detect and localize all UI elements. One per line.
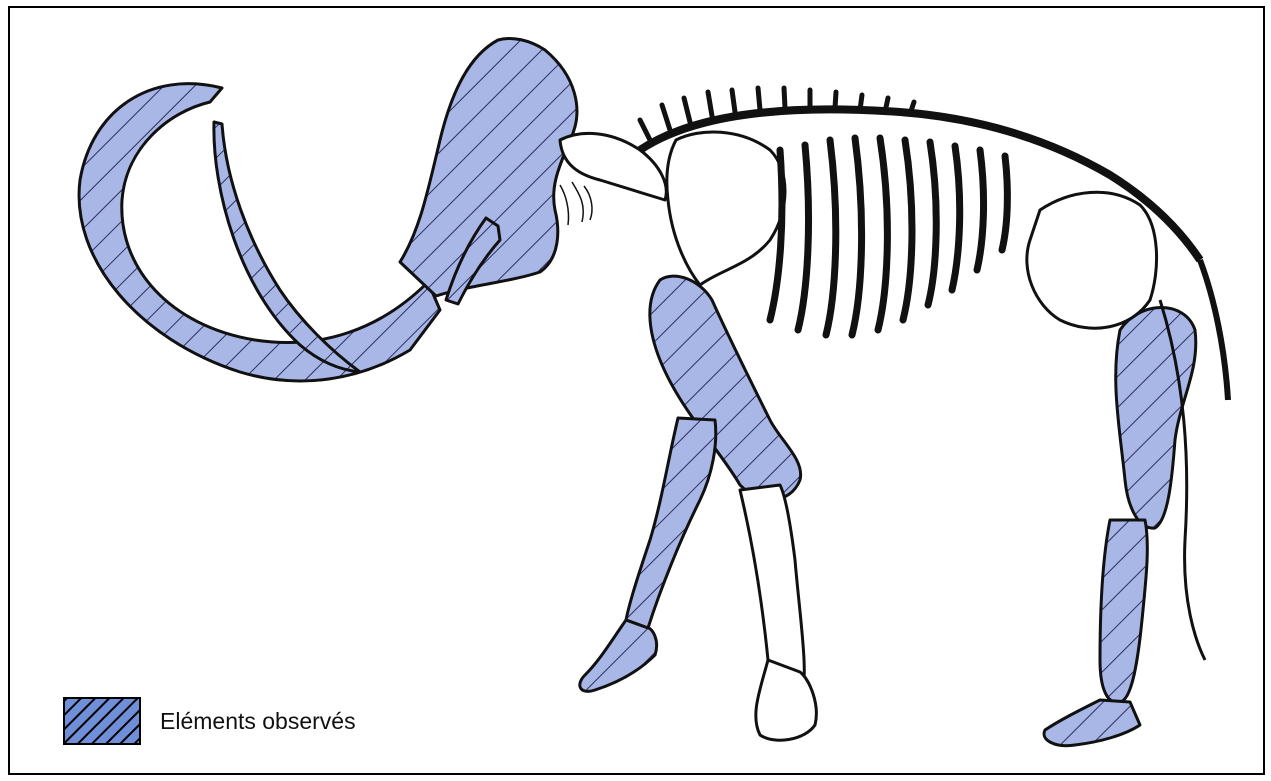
hind-tibia bbox=[1100, 520, 1147, 702]
hyoid-bones bbox=[560, 182, 592, 225]
legend-swatch-spacer bbox=[64, 698, 140, 744]
skull bbox=[400, 38, 577, 296]
left-tusk bbox=[79, 84, 440, 381]
legend-label: Eléments observés bbox=[160, 708, 356, 735]
tail-vertebrae bbox=[1200, 260, 1228, 400]
front-radius-ulna bbox=[626, 418, 716, 628]
ribs bbox=[770, 138, 1007, 335]
observed-elements bbox=[79, 38, 1196, 745]
scapula bbox=[667, 132, 785, 285]
pelvis bbox=[1027, 192, 1157, 328]
hind-pes bbox=[1044, 700, 1140, 746]
front-manus bbox=[580, 620, 657, 691]
front-foot-outline bbox=[756, 660, 817, 740]
legend: Eléments observés bbox=[64, 697, 356, 745]
